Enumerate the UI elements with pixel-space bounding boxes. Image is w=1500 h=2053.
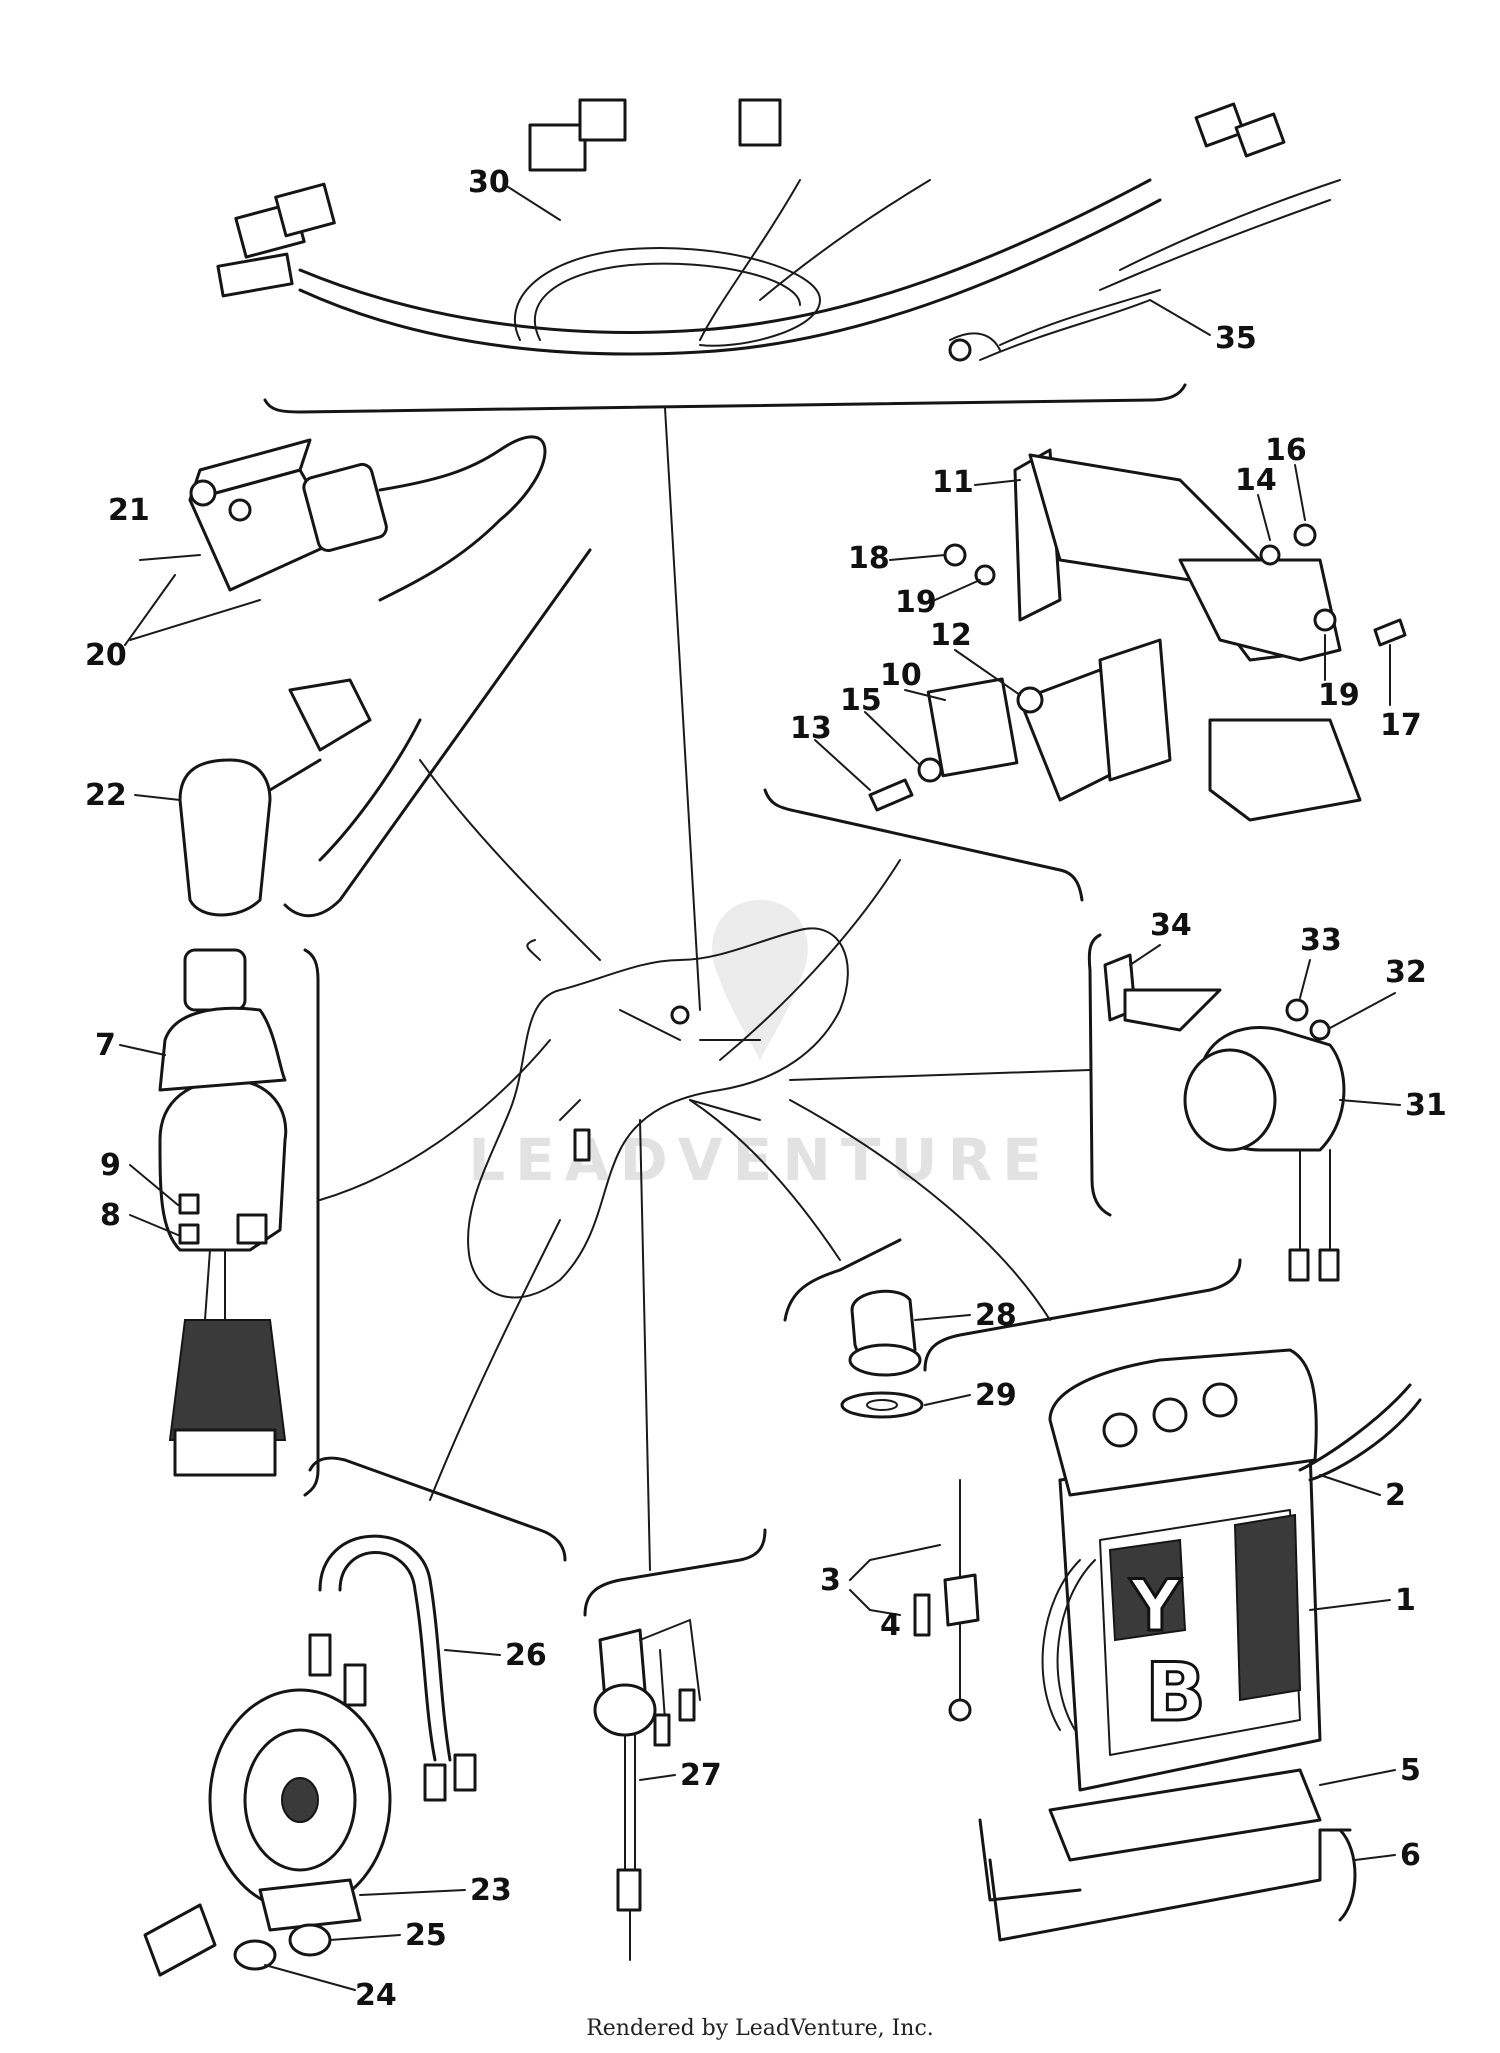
callout-20: 20 <box>85 638 127 673</box>
callout-33: 33 <box>1300 923 1342 958</box>
callout-15: 15 <box>840 683 882 718</box>
callout-23: 23 <box>470 1873 512 1908</box>
callout-9: 9 <box>100 1148 121 1183</box>
callout-7: 7 <box>95 1028 116 1063</box>
callout-31: 31 <box>1405 1088 1447 1123</box>
callout-18: 18 <box>848 541 890 576</box>
ignition-coil-assembly: 21 20 22 <box>85 435 601 961</box>
callout-19-right: 19 <box>1318 678 1360 713</box>
callout-29: 29 <box>975 1378 1017 1413</box>
battery-assembly: Y B 2 3 4 1 5 6 <box>789 1099 1422 1942</box>
callout-11: 11 <box>932 465 974 500</box>
watermark-text: LEADVENTURE <box>468 1126 1052 1194</box>
callout-14: 14 <box>1235 463 1277 498</box>
callout-8: 8 <box>100 1198 121 1233</box>
watermark-logo: LEADVENTURE <box>468 900 1052 1194</box>
callout-6: 6 <box>1400 1838 1421 1873</box>
callout-12: 12 <box>930 618 972 653</box>
callout-32: 32 <box>1385 955 1427 990</box>
callout-10: 10 <box>880 658 922 693</box>
callout-26: 26 <box>505 1638 547 1673</box>
callout-30: 30 <box>468 165 510 200</box>
horn-lower-assembly: 26 23 25 24 <box>143 1219 567 2013</box>
callout-5: 5 <box>1400 1753 1421 1788</box>
callout-24: 24 <box>355 1978 397 2013</box>
callout-17: 17 <box>1380 708 1422 743</box>
callout-21: 21 <box>108 493 150 528</box>
credit-text: Rendered by LeadVenture, Inc. <box>586 2016 934 2041</box>
callout-16: 16 <box>1265 433 1307 468</box>
callout-27: 27 <box>680 1758 722 1793</box>
callout-22: 22 <box>85 778 127 813</box>
battery-mark-b: B <box>1145 1646 1206 1739</box>
callout-1: 1 <box>1395 1583 1416 1618</box>
callout-35-harness: 35 <box>1215 321 1257 356</box>
wire-harness: 30 35 <box>216 98 1341 1011</box>
callout-25: 25 <box>405 1918 447 1953</box>
lead-wire-assembly: 27 <box>583 1119 767 1961</box>
battery-mark-y: Y <box>1129 1565 1182 1647</box>
frame-outline <box>467 927 849 1299</box>
callout-34: 34 <box>1150 908 1192 943</box>
callout-19-left: 19 <box>895 585 937 620</box>
callout-3: 3 <box>820 1563 841 1598</box>
grommet-assembly: 28 29 <box>689 1099 1017 1419</box>
callout-13: 13 <box>790 711 832 746</box>
main-switch-assembly: 7 9 8 <box>95 948 551 1497</box>
callout-4: 4 <box>880 1608 901 1643</box>
callout-2: 2 <box>1385 1478 1406 1513</box>
cdi-bracket-assembly: 11 16 14 18 19 12 10 15 13 19 17 <box>719 433 1422 1061</box>
horn-assembly: 34 33 32 31 <box>789 908 1447 1282</box>
